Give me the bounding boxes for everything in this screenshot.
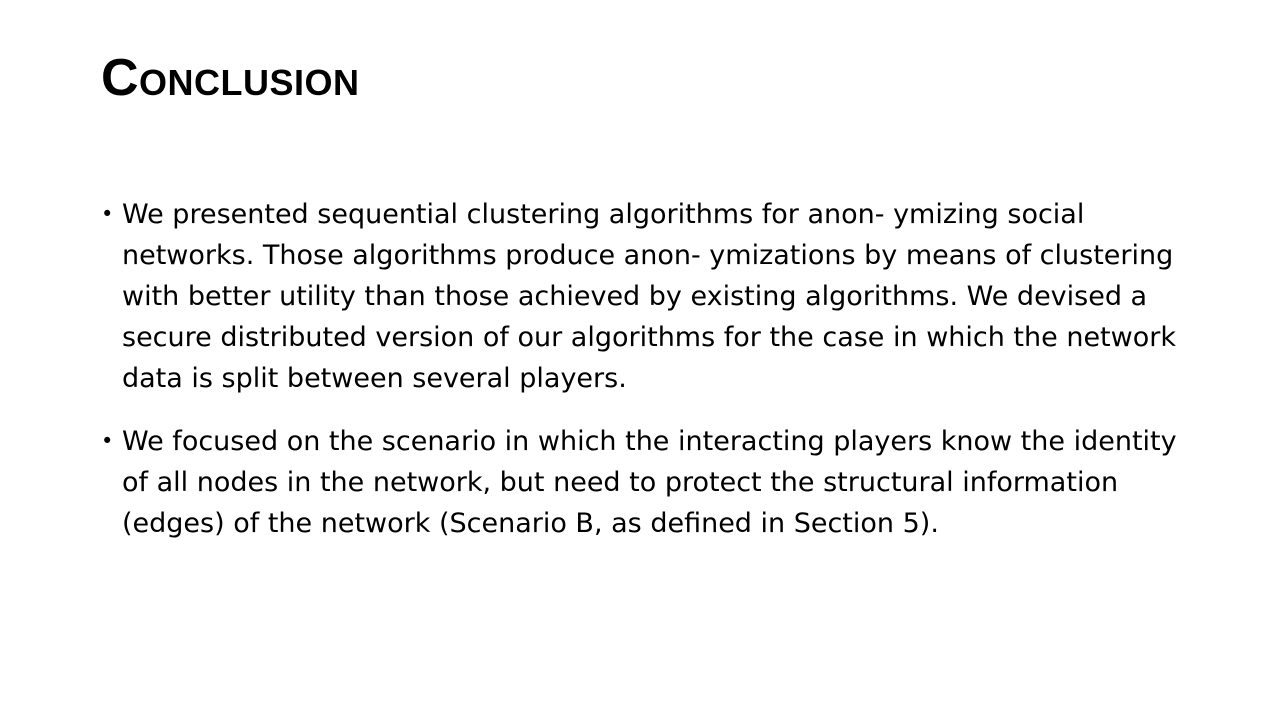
bullet-item: • We focused on the scenario in which th… [101, 421, 1191, 544]
bullet-text: We presented sequential clustering algor… [122, 199, 1176, 394]
bullet-item: • We presented sequential clustering alg… [101, 194, 1191, 399]
bullet-text: We focused on the scenario in which the … [122, 426, 1177, 539]
slide-title: Conclusion [101, 49, 360, 107]
bullet-icon: • [101, 202, 114, 226]
bullet-icon: • [101, 429, 114, 453]
bullet-list: • We presented sequential clustering alg… [101, 194, 1191, 566]
